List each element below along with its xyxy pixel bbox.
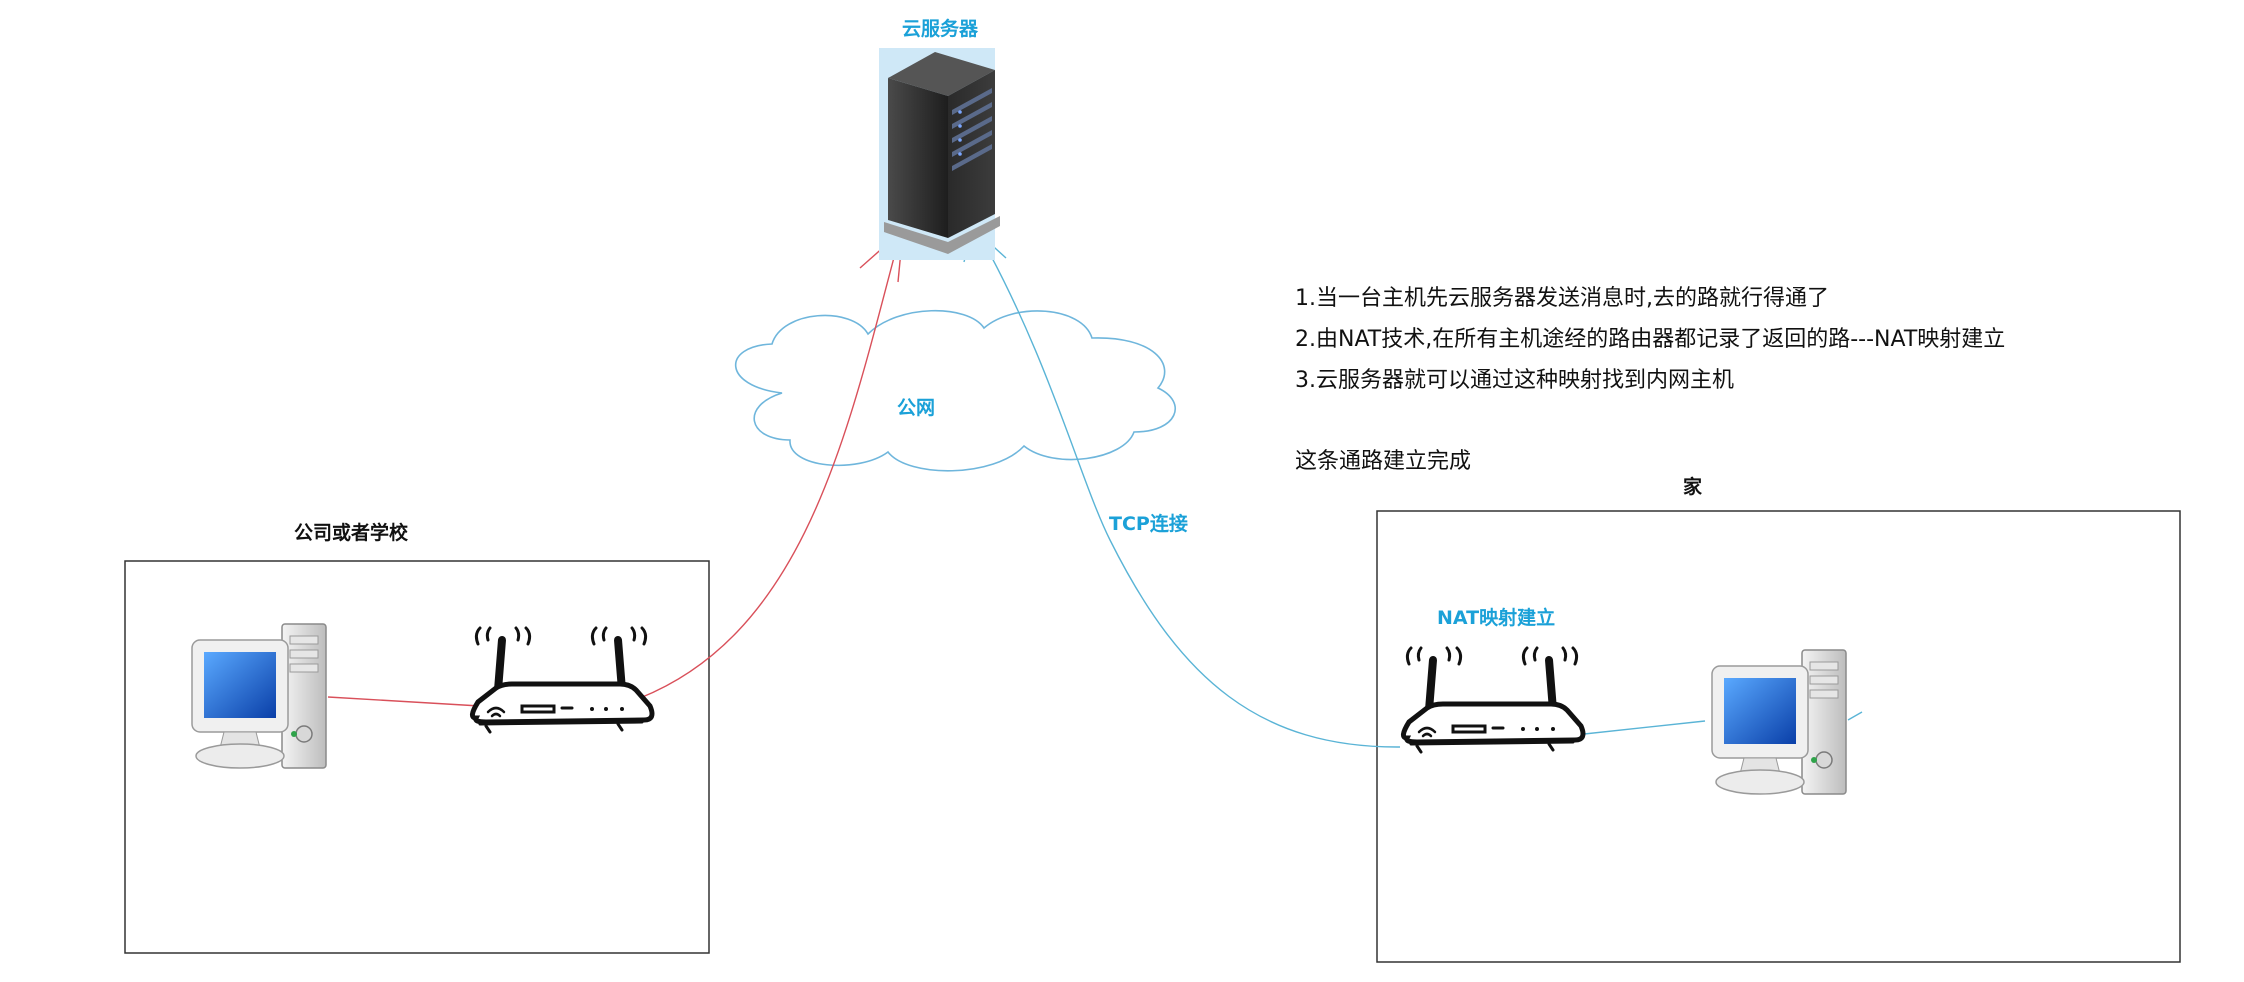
tcp-connection-label: TCP连接 (1109, 513, 1188, 535)
explanation-step-1: 1.当一台主机先云服务器发送消息时,去的路就行得通了 (1295, 286, 1829, 311)
nat-mapping-label: NAT映射建立 (1437, 607, 1556, 629)
cloud-label: 公网 (897, 397, 936, 419)
server-label: 云服务器 (902, 18, 979, 40)
home-network-box (1376, 510, 2181, 963)
tcp-connection-path (977, 231, 1401, 748)
company-network-box (124, 560, 710, 954)
explanation-step-2: 2.由NAT技术,在所有主机途经的路由器都记录了返回的路---NAT映射建立 (1295, 327, 2006, 352)
explanation-conclusion: 这条通路建立完成 (1295, 449, 1472, 474)
company-network-label: 公司或者学校 (294, 522, 409, 544)
cloud-icon (734, 309, 1176, 472)
home-network-label: 家 (1683, 476, 1703, 498)
home-lan-path (1574, 720, 1706, 736)
company-outbound-path (639, 234, 901, 699)
explanation-step-3: 3.云服务器就可以通过这种映射找到内网主机 (1295, 368, 1734, 393)
wifi-router-icon (470, 626, 655, 734)
blue-tick (1847, 711, 1863, 721)
company-request-path (327, 696, 481, 707)
server-tower-icon (879, 48, 1000, 260)
wifi-router-icon (1401, 646, 1586, 754)
desktop-computer-icon (1711, 649, 1847, 795)
desktop-computer-icon (191, 623, 327, 769)
